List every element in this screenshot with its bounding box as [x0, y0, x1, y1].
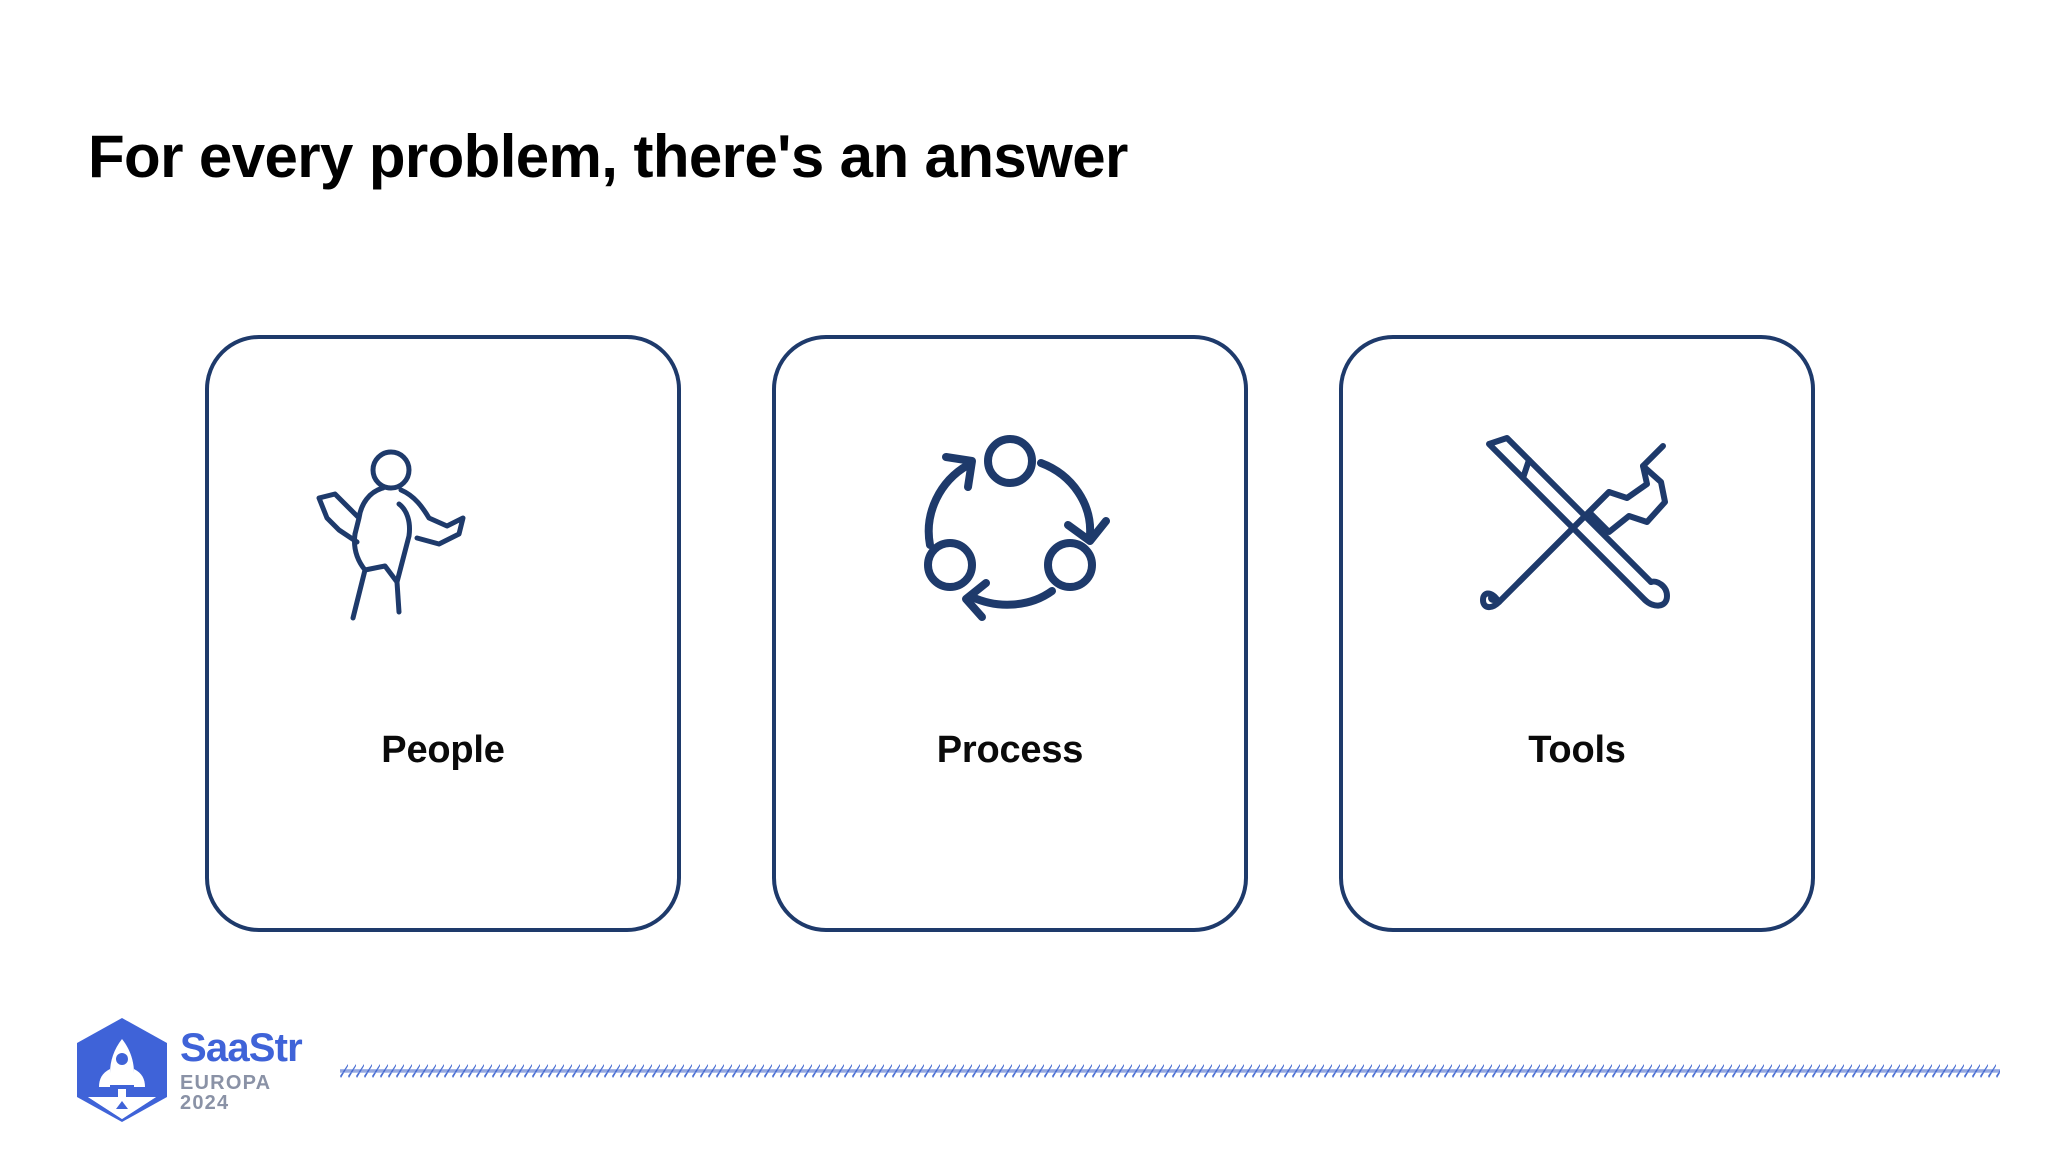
saastr-wordmark: SaaStr: [180, 1025, 303, 1070]
saastr-event-subtitle: EUROPA 2024: [180, 1071, 271, 1114]
dancing-people-icon: [209, 421, 677, 631]
card-label-tools: Tools: [1528, 729, 1626, 771]
saastr-rocket-hexagon-logo: [72, 1015, 172, 1125]
wrench-screwdriver-icon: [1343, 421, 1811, 631]
card-label-process: Process: [936, 729, 1084, 771]
card-label-people: People: [381, 729, 505, 771]
card-people[interactable]: People: [205, 335, 681, 932]
saastr-wordmark-block: SaaStr EUROPA 2024: [180, 1028, 322, 1113]
footer: SaaStr EUROPA 2024: [0, 962, 2048, 1152]
page-title: For every problem, there's an answer: [88, 123, 1128, 190]
cycle-arrows-icon: [776, 421, 1244, 631]
card-process[interactable]: Process: [772, 335, 1248, 932]
card-row: People Process: [205, 335, 1815, 932]
zigzag-divider: [340, 1060, 2000, 1082]
saastr-logo: SaaStr EUROPA 2024: [72, 1014, 322, 1126]
card-tools[interactable]: Tools: [1339, 335, 1815, 932]
